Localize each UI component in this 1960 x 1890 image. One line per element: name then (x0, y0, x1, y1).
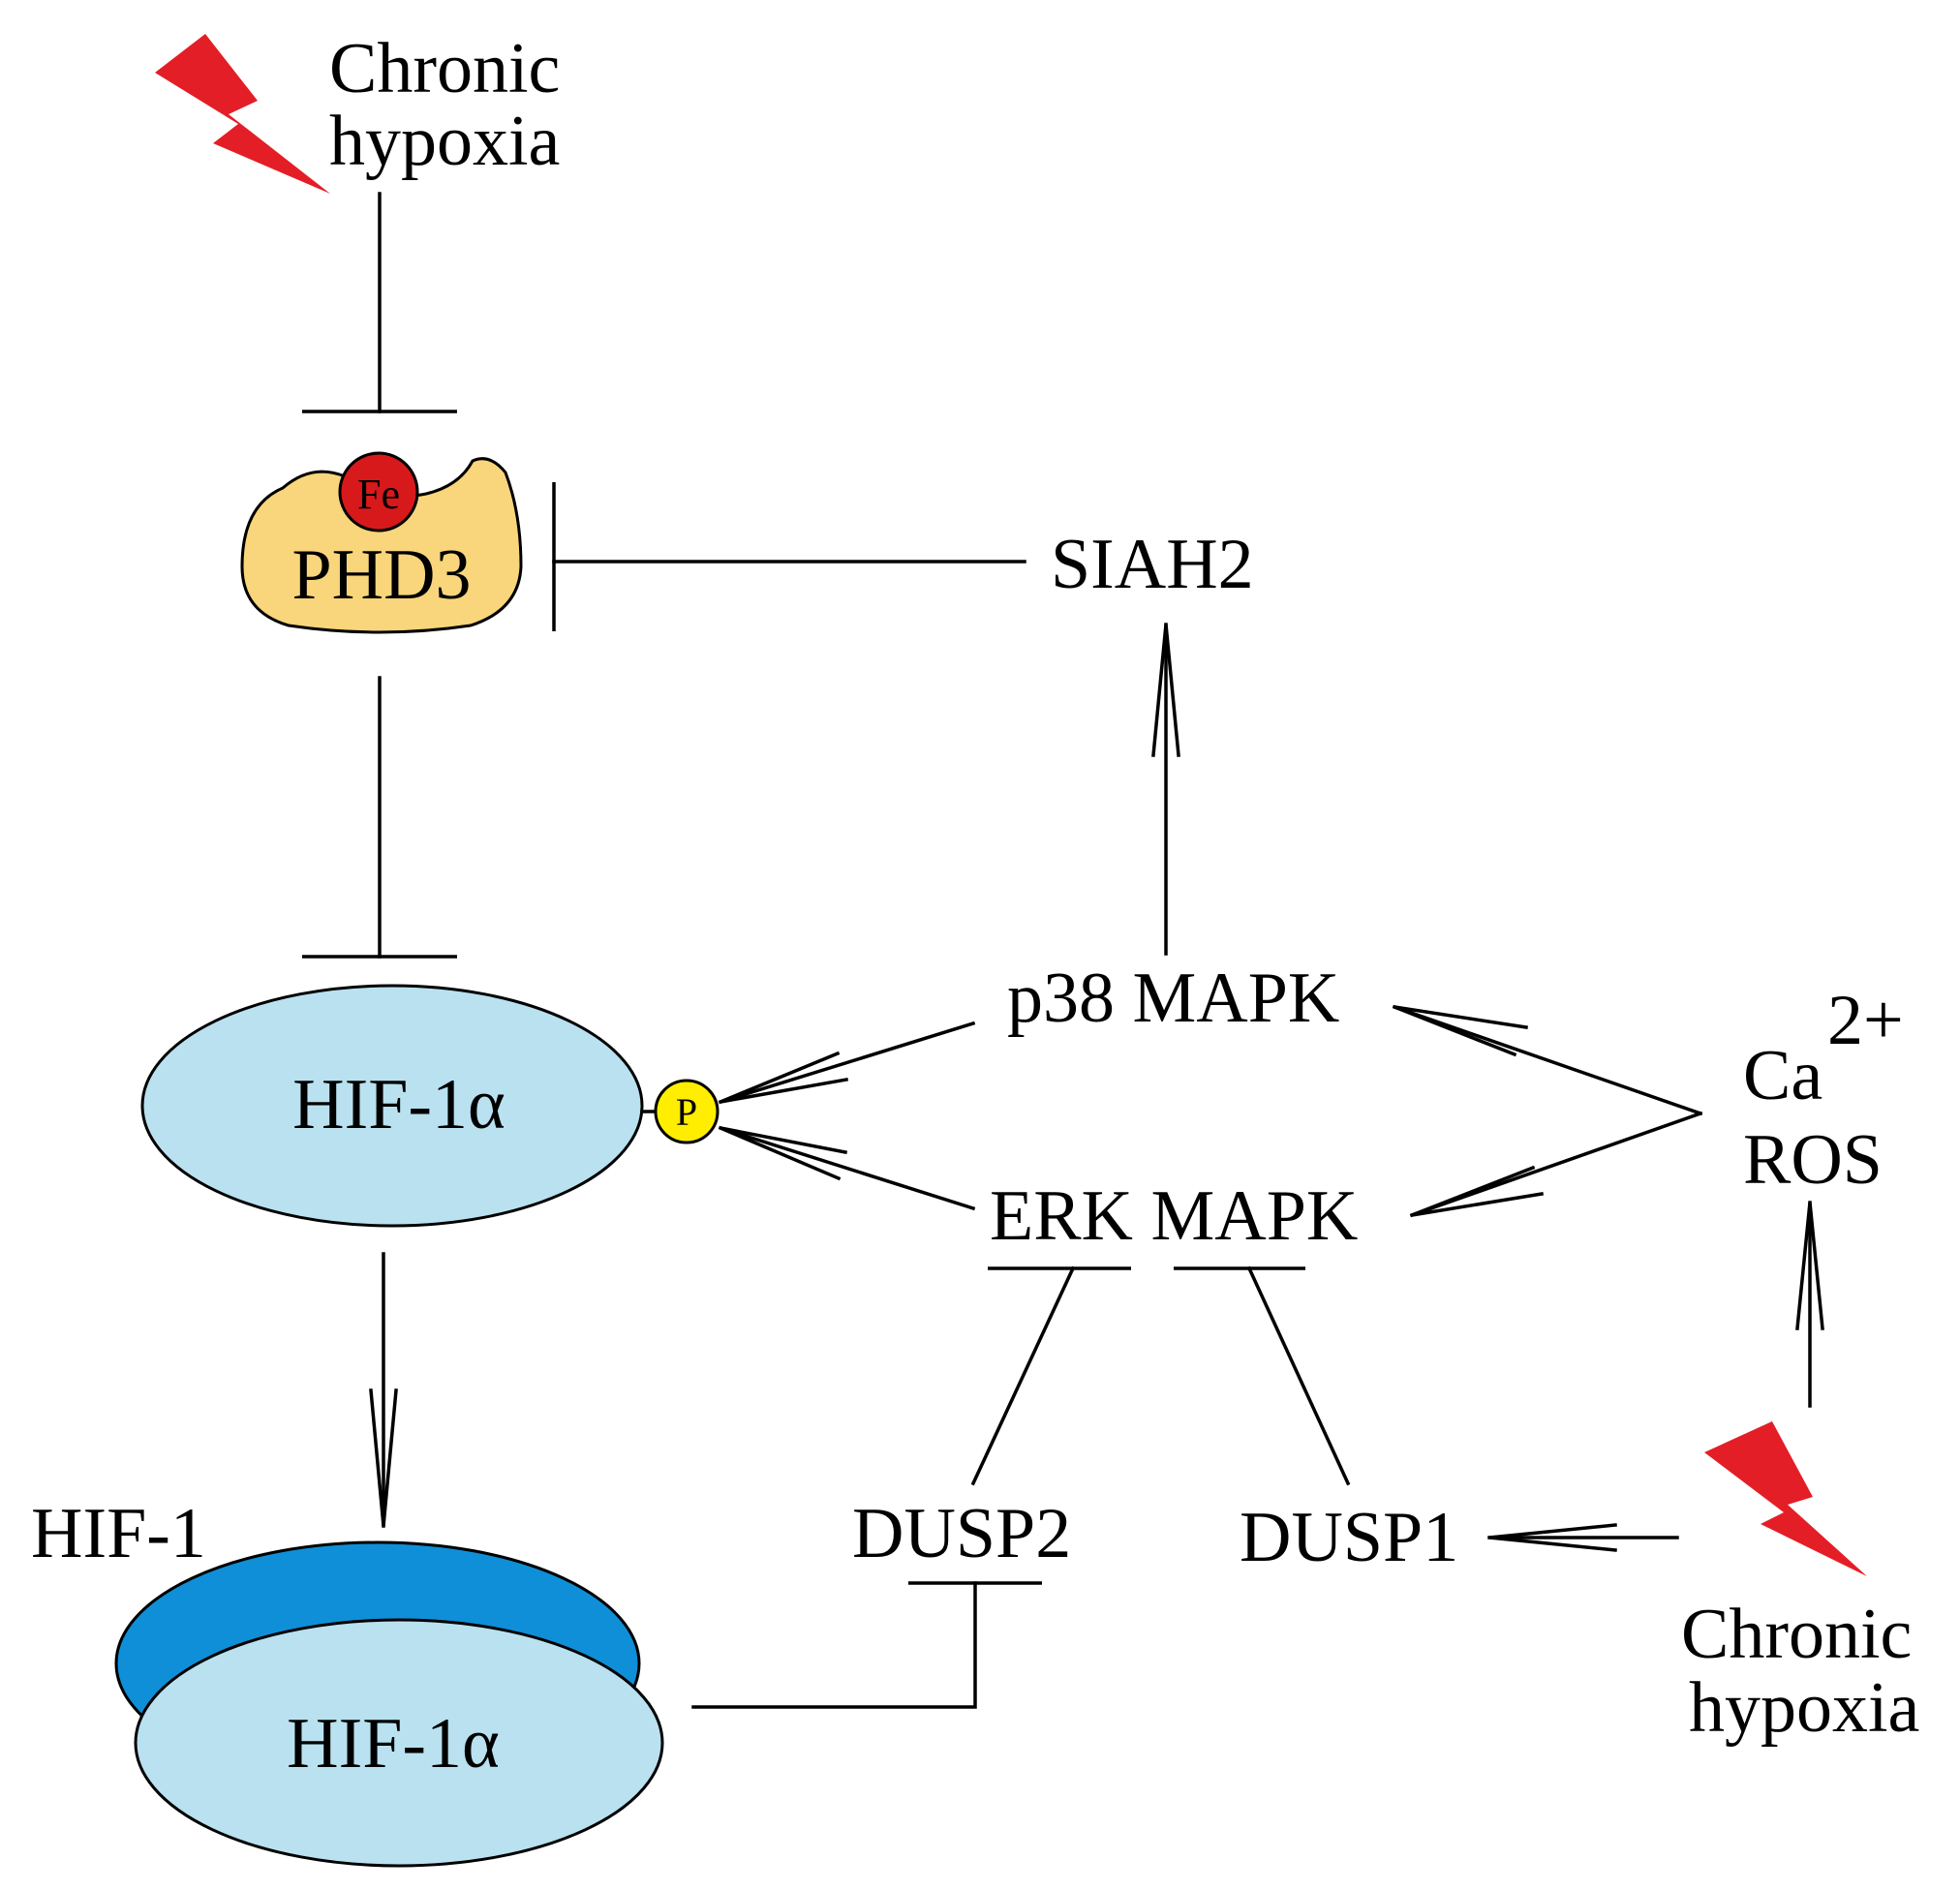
edge-hif1a-activates-hif1 (369, 1252, 398, 1528)
edge-dusp2-inhibits-erk (970, 1265, 1131, 1486)
lightning-bolt-top-icon (155, 34, 330, 194)
ca-ros-node: Ca 2+ ROS (1743, 981, 1904, 1200)
chronic-hypoxia-bottom-line1: Chronic (1681, 1595, 1912, 1674)
phospho-label: P (676, 1090, 697, 1134)
lightning-bolt-bottom-shape (1704, 1421, 1867, 1576)
fe-label: Fe (357, 471, 400, 518)
hif1-complex-title: HIF-1 (31, 1494, 206, 1573)
edge-erk-activates-phospho (718, 1125, 976, 1211)
erk-mapk-label: ERK MAPK (990, 1176, 1358, 1256)
edge-hypoxia-inhibits-phd3 (302, 192, 457, 413)
phd3-node: Fe PHD3 (240, 451, 523, 634)
edge-hypoxia-activates-dusp1 (1487, 1523, 1679, 1552)
siah2-label: SIAH2 (1051, 525, 1254, 604)
chronic-hypoxia-top-line1: Chronic (329, 29, 560, 108)
chronic-hypoxia-top-line2: hypoxia (329, 102, 560, 181)
hif1a-ellipse (140, 984, 644, 1228)
phd3-label: PHD3 (291, 535, 471, 615)
chronic-hypoxia-top: Chronic hypoxia (329, 29, 560, 181)
ros-label: ROS (1743, 1120, 1883, 1200)
hif1a-label: HIF-1α (292, 1065, 505, 1144)
lightning-bolt-bottom-icon (1704, 1421, 1867, 1576)
edge-hypoxia-activates-ca-ros (1795, 1201, 1824, 1408)
dusp1-label: DUSP1 (1240, 1498, 1458, 1577)
edge-ca-ros-activates-p38 (1392, 1004, 1703, 1116)
hif1-complex-node: HIF-1 HIF-1α (31, 1494, 664, 1868)
calcium-label: Ca (1743, 1036, 1822, 1115)
dusp2-label: DUSP2 (852, 1494, 1071, 1573)
edge-hif1-inhibits-dusp2 (691, 1581, 1042, 1709)
fe-cofactor-icon (338, 451, 419, 533)
chronic-hypoxia-bottom-line2: hypoxia (1689, 1668, 1919, 1748)
phospho-icon (654, 1079, 720, 1144)
edge-siah2-inhibits-phd3 (552, 482, 1026, 631)
edge-phd3-inhibits-hif1a (302, 676, 457, 959)
chronic-hypoxia-bottom: Chronic hypoxia (1681, 1595, 1919, 1748)
edge-p38-activates-phospho (718, 1021, 976, 1105)
edge-dusp1-inhibits-erk (1174, 1265, 1351, 1486)
edge-ca-ros-activates-erk (1409, 1111, 1703, 1218)
edge-p38-activates-siah2 (1151, 623, 1180, 956)
lightning-bolt-top-shape (155, 34, 330, 194)
hif1a-node: HIF-1α P (140, 984, 720, 1228)
calcium-superscript: 2+ (1827, 981, 1904, 1060)
p38-mapk-label: p38 MAPK (1007, 959, 1339, 1038)
hif1a-subunit (134, 1618, 664, 1868)
hif1-complex-label: HIF-1α (287, 1704, 500, 1783)
